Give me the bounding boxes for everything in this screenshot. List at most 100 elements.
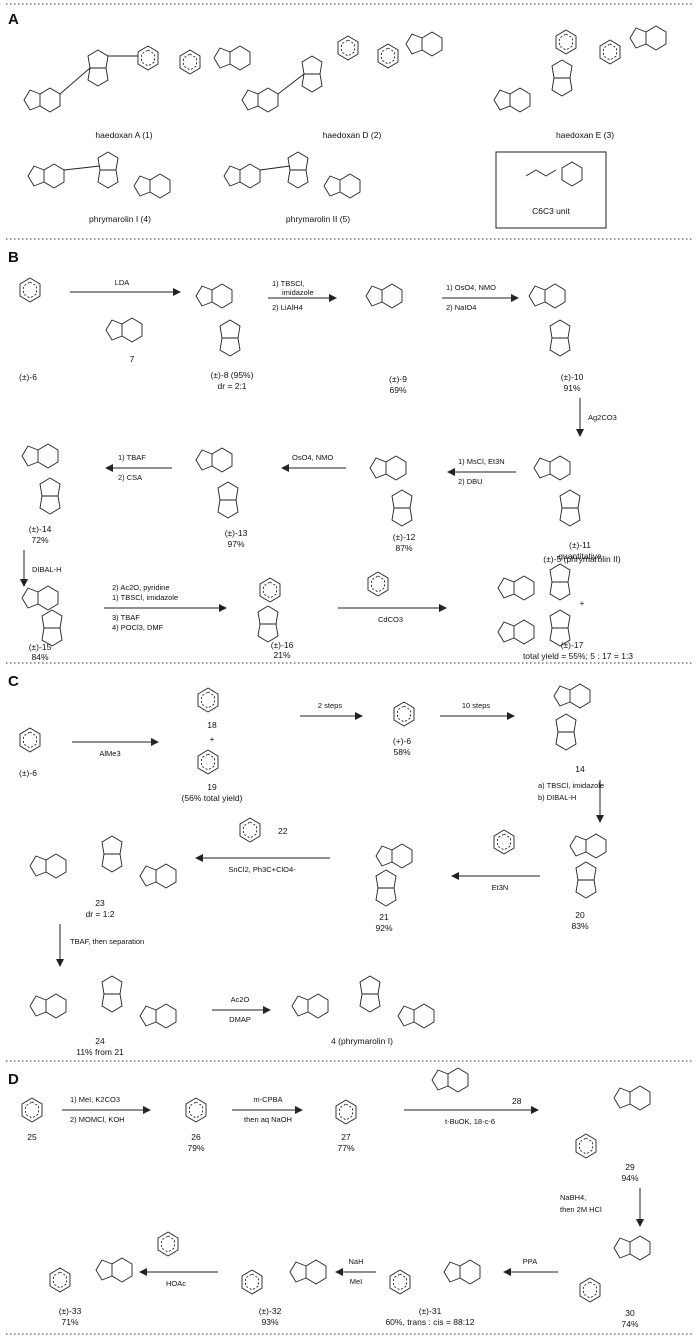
reagent-b-lialh4: 2) LiAlH4	[272, 303, 303, 312]
reagent-b-dibal: DIBAL-H	[32, 565, 62, 574]
label-13: (±)-13	[225, 528, 248, 538]
label-plus-c: +	[210, 734, 215, 744]
label-20-yield: 83%	[571, 921, 588, 931]
structure-24	[29, 993, 67, 1019]
reagent-d-momcl: 2) MOMCl, KOH	[70, 1115, 125, 1124]
reagent-c-tbaf: TBAF, then separation	[70, 937, 144, 946]
structure-22	[239, 817, 261, 843]
label-c-6: (±)-6	[19, 768, 37, 778]
structure-28	[431, 1067, 469, 1093]
label-29-yield: 94%	[621, 1173, 638, 1183]
structure-29	[613, 1085, 651, 1111]
label-phrymarolin-ii: phrymarolin II (5)	[286, 214, 350, 224]
reagent-d-nah: NaH	[348, 1257, 363, 1266]
reagent-d-nabh4: NaBH4,	[560, 1193, 586, 1202]
label-12-yield: 87%	[395, 543, 412, 553]
structure-20	[569, 833, 607, 859]
label-6: (±)-6	[19, 372, 37, 382]
label-8: (±)-8 (95%)	[211, 370, 254, 380]
label-31-yield: 60%, trans : cis = 88:12	[385, 1317, 474, 1327]
reagent-c-dibal: b) DIBAL-H	[538, 793, 576, 802]
reagent-d-mei2: MeI	[350, 1277, 363, 1286]
structure-10	[528, 283, 566, 309]
structure-12	[369, 455, 407, 481]
reagent-d-tbuok: t-BuOK, 18-c-6	[445, 1117, 495, 1126]
label-23-dr: dr = 1:2	[85, 909, 114, 919]
structure-16	[259, 577, 281, 603]
label-33-yield: 71%	[61, 1317, 78, 1327]
label-23: 23	[95, 898, 105, 908]
structure-21	[375, 843, 413, 869]
reagent-d-naoh: then aq NaOH	[244, 1115, 292, 1124]
label-17: (±)-17	[561, 640, 584, 650]
label-29: 29	[625, 1162, 635, 1172]
reagent-c-tbscl: a) TBSCl, imidazole	[538, 781, 604, 790]
label-32: (±)-32	[259, 1306, 282, 1316]
panel-letter-d: D	[8, 1071, 19, 1088]
structure-phenol	[367, 571, 389, 597]
structure-7	[105, 317, 143, 343]
reagent-d-ppa: PPA	[523, 1257, 537, 1266]
reagent-b-tbaf2: 3) TBAF	[112, 613, 140, 622]
reagent-b-csa: 2) CSA	[118, 473, 142, 482]
reagent-b-naio4: 2) NaIO4	[446, 303, 476, 312]
label-7: 7	[130, 354, 135, 364]
reagent-b-tbscl: 1) TBSCl,	[272, 279, 304, 288]
label-31: (±)-31	[419, 1306, 442, 1316]
label-10-yield: 91%	[563, 383, 580, 393]
label-11: (±)-11	[569, 540, 591, 550]
reagent-c-alme3: AlMe3	[99, 749, 120, 758]
label-phrymarolin-i: phrymarolin I (4)	[89, 214, 151, 224]
reagent-b-dbu: 2) DBU	[458, 477, 483, 486]
structure-31	[389, 1269, 411, 1295]
structure-haedoxan-a	[23, 45, 251, 113]
label-27: 27	[341, 1132, 351, 1142]
structure-c-14	[553, 683, 591, 709]
reagent-c-sncl2: SnCl2, Ph3C+ClO4-	[228, 865, 296, 874]
label-22: 22	[278, 826, 288, 836]
structure-haedoxan-e	[493, 25, 667, 113]
label-c-plus6: (+)-6	[393, 736, 411, 746]
reagent-b-imidazole: imidazole	[282, 288, 314, 297]
label-30: 30	[625, 1308, 635, 1318]
reagent-b-oso4-nmo: OsO4, NMO	[292, 453, 333, 462]
reagent-b-mscl: 1) MsCl, Et3N	[458, 457, 505, 466]
label-9-yield: 69%	[389, 385, 406, 395]
structure-33	[49, 1267, 71, 1293]
panel-letter-c: C	[8, 673, 19, 690]
structure-9	[365, 283, 403, 309]
label-28: 28	[512, 1096, 522, 1106]
structure-32	[241, 1269, 263, 1295]
label-21: 21	[379, 912, 389, 922]
structure-14	[21, 443, 59, 469]
structure-hmta	[157, 1231, 179, 1257]
label-26: 26	[191, 1132, 201, 1142]
reagent-d-mei: 1) MeI, K2CO3	[70, 1095, 120, 1104]
reagent-c-dmap: DMAP	[229, 1015, 251, 1024]
label-12: (±)-12	[393, 532, 416, 542]
label-5: (±)-5 (phrymarolin II)	[543, 554, 621, 564]
structure-11	[533, 455, 571, 481]
label-8-dr: dr = 2:1	[217, 381, 246, 391]
reagent-d-mcpba: m-CPBA	[253, 1095, 282, 1104]
label-30-yield: 74%	[621, 1319, 638, 1329]
reagent-c-ac2o: Ac2O	[231, 995, 250, 1004]
label-haedoxan-d: haedoxan D (2)	[323, 130, 382, 140]
label-16-yield: 21%	[273, 650, 290, 660]
panel-d: 25 1) MeI, K2CO3 2) MOMCl, KOH 26 79% m-…	[21, 1067, 651, 1329]
reagent-b-tbscl2: 1) TBSCl, imidazole	[112, 593, 178, 602]
structure-26	[185, 1097, 207, 1123]
section-dividers	[6, 3, 694, 1335]
structure-30	[613, 1235, 651, 1261]
label-haedoxan-a: haedoxan A (1)	[95, 130, 152, 140]
label-11-yield: quantitative	[558, 551, 602, 561]
label-14-yield: 72%	[31, 535, 48, 545]
panel-c: (±)-6 AlMe3 18 + 19 (56% total yield) 2 …	[19, 683, 607, 1057]
reagent-d-hoac: HOAc	[166, 1279, 186, 1288]
structure-6	[19, 277, 41, 303]
structure-18	[197, 687, 219, 713]
label-19: 19	[207, 782, 217, 792]
structure-17	[497, 619, 535, 645]
panel-letters: A B C D	[8, 11, 19, 1088]
structure-phrymarolin-ii	[223, 151, 361, 199]
